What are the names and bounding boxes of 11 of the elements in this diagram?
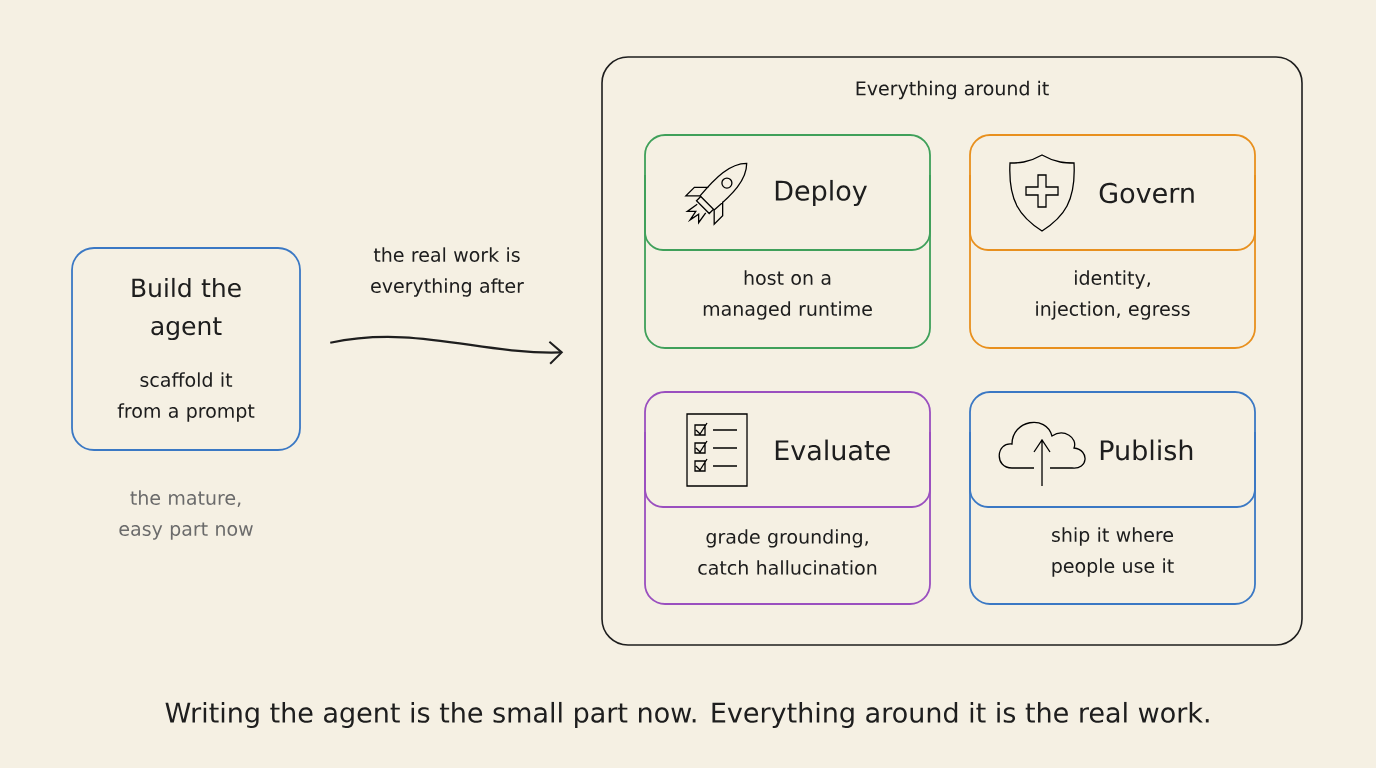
card: Evaluate grade grounding, catch hallucination [644,391,931,605]
note-text: the mature, easy part now [119,490,253,540]
node-label: grade grounding, catch hallucination [698,529,877,575]
card: Publish ship it where people use it [969,391,1256,605]
caption: Writing the agent is the small part now. Everything around it is the real work. [165,701,1209,729]
process-box: Build the agent scaffold it from a prompt [71,247,301,451]
arrow [330,335,564,365]
card: Deploy host on a managed runtime [644,134,931,349]
edge-label: the real work is everything after [371,247,524,297]
card: Govern identity, injection, egress [969,134,1256,349]
node-label: Evaluate [775,439,890,461]
